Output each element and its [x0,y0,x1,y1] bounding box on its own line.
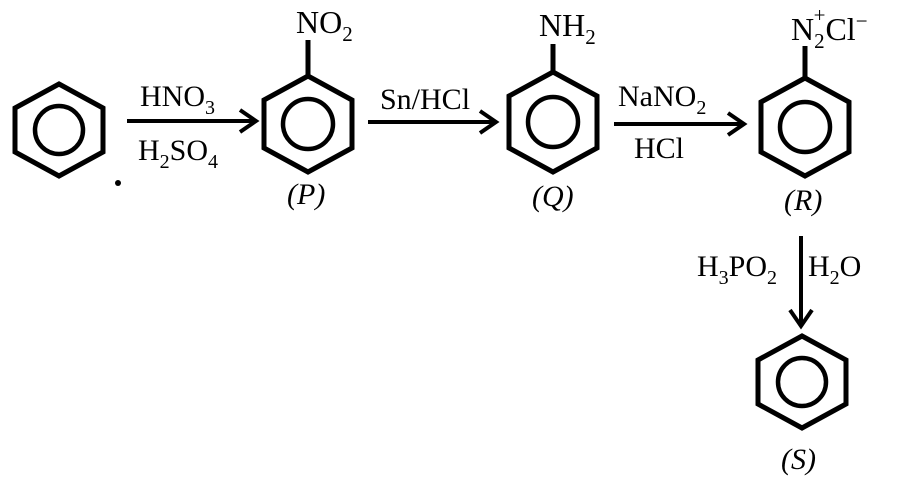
reagent-nano2: NaNO2 [618,80,706,119]
stray-dot [115,180,121,186]
reagent-h2so4: H2SO4 [138,134,218,173]
compound-q-aniline [506,44,600,175]
amino-group: NH2 [539,7,596,49]
diazonium-group: N2+Cl− [791,3,868,53]
reagent-hcl: HCl [634,132,684,165]
arrow-step2 [368,109,500,135]
compound-s-benzene [755,333,849,431]
nitro-group: NO2 [296,4,353,46]
reagent-hno3: HNO3 [140,80,215,119]
benzene-start [12,81,106,179]
arrow-step4 [788,236,814,330]
compound-r-diazonium [758,46,852,179]
arrow-step3 [614,111,748,137]
compound-p-nitrobenzene [261,40,355,175]
label-r: (R) [784,184,822,217]
reagent-h3po2: H3PO2 [697,250,777,289]
arrow-step1 [127,108,260,134]
label-q: (Q) [532,180,574,213]
reagent-sn-hcl: Sn/HCl [380,83,470,116]
label-p: (P) [287,178,325,211]
reagent-h2o: H2O [808,250,861,289]
label-s: (S) [781,443,816,476]
